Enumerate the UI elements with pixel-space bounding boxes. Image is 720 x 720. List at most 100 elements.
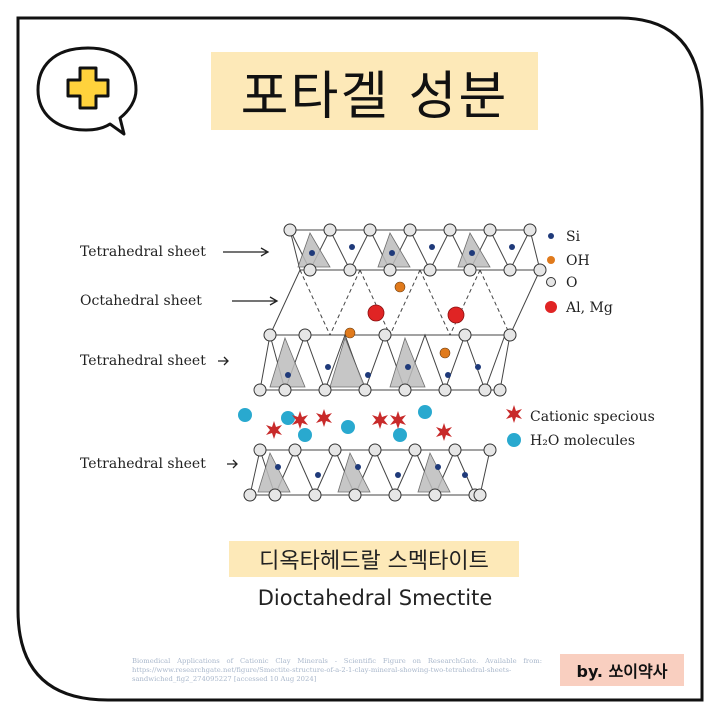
o-atom: [458, 328, 472, 342]
subtitle-english: Dioctahedral Smectite: [257, 586, 493, 610]
si-atom: [475, 364, 481, 370]
si-atom: [445, 372, 451, 378]
water-molecule: [298, 428, 312, 442]
si-atom: [509, 244, 515, 250]
oh-atom: [439, 347, 451, 359]
smectite-structure-diagram: Tetrahedral sheet Octahedral sheet Tetra…: [80, 223, 655, 502]
o-atom: [298, 328, 312, 342]
o-atom: [268, 488, 282, 502]
o-atom: [503, 328, 517, 342]
arrow-3: [218, 356, 229, 366]
si-atom: [325, 364, 331, 370]
o-atom: [483, 443, 497, 457]
o-atom: [358, 383, 372, 397]
o-atom: [343, 263, 357, 277]
legend-al-swatch: [545, 301, 557, 313]
oh-atom: [394, 281, 406, 293]
o-atom: [408, 443, 422, 457]
o-atom: [473, 488, 487, 502]
plus-speech-bubble-icon: [36, 46, 138, 136]
label-tetrahedral-bottom: Tetrahedral sheet: [80, 456, 206, 472]
cation-marker: [292, 411, 308, 429]
o-atom: [288, 443, 302, 457]
o-atom: [278, 383, 292, 397]
o-atom: [388, 488, 402, 502]
arrow-4: [227, 459, 238, 469]
o-atom: [368, 443, 382, 457]
legend-water-swatch: [507, 433, 521, 447]
si-atom: [469, 250, 475, 256]
al-mg-atom: [447, 306, 465, 324]
si-atom: [315, 472, 321, 478]
si-atom: [435, 464, 441, 470]
page-title: 포타겔 성분: [211, 52, 538, 130]
o-atom: [378, 328, 392, 342]
o-atom: [363, 223, 377, 237]
o-atom: [533, 263, 547, 277]
si-atom: [389, 250, 395, 256]
o-atom: [503, 263, 517, 277]
label-octahedral: Octahedral sheet: [80, 293, 202, 309]
cation-marker: [372, 411, 388, 429]
sheet-labels: Tetrahedral sheet Octahedral sheet Tetra…: [80, 244, 206, 472]
water-molecule: [281, 411, 295, 425]
cation-marker: [390, 411, 406, 429]
legend-o-swatch: [546, 277, 556, 287]
o-atom: [493, 383, 507, 397]
legend-cation-label: Cationic specious: [530, 409, 655, 425]
si-atom: [365, 372, 371, 378]
legend-si-swatch: [548, 233, 554, 239]
o-atom: [463, 263, 477, 277]
legend-interlayer: Cationic specious H₂O molecules: [506, 405, 655, 449]
o-atom: [283, 223, 297, 237]
o-atom: [523, 223, 537, 237]
si-atom: [395, 472, 401, 478]
oh-atoms: [344, 281, 451, 359]
o-atom: [483, 223, 497, 237]
arrow-1: [223, 247, 270, 257]
o-atom: [448, 443, 462, 457]
o-atom: [253, 443, 267, 457]
card-border: [16, 16, 704, 702]
octahedral-cross: [299, 269, 511, 336]
si-atom: [429, 244, 435, 250]
arrow-2: [232, 296, 279, 306]
oh-atom: [344, 327, 356, 339]
cation-marker: [436, 423, 452, 441]
o-atoms: [243, 223, 547, 502]
legend-o-label: O: [566, 275, 577, 291]
water-molecule: [393, 428, 407, 442]
tetrahedra-shading: [257, 232, 491, 493]
si-atoms: [275, 244, 515, 478]
o-atom: [323, 223, 337, 237]
o-atom: [348, 488, 362, 502]
image-citation: Biomedical Applications of Cationic Clay…: [132, 657, 542, 683]
cation-marker: [266, 421, 282, 439]
subtitle-korean: 디옥타헤드랄 스멕타이트: [229, 541, 519, 577]
cation-markers: [266, 409, 452, 441]
o-atom: [383, 263, 397, 277]
si-atom: [275, 464, 281, 470]
o-atom: [428, 488, 442, 502]
water-molecule: [418, 405, 432, 419]
si-atom: [285, 372, 291, 378]
label-tetrahedral-middle: Tetrahedral sheet: [80, 353, 206, 369]
legend-oh-label: OH: [566, 253, 590, 269]
si-atom: [349, 244, 355, 250]
label-arrows: [218, 247, 279, 469]
o-atom: [438, 383, 452, 397]
o-atom: [303, 263, 317, 277]
plus-icon: [66, 66, 110, 110]
interlayer: [238, 405, 452, 442]
o-atom: [398, 383, 412, 397]
o-atom: [308, 488, 322, 502]
author-byline: by. 쏘이약사: [560, 654, 684, 686]
si-atom: [405, 364, 411, 370]
legend-oh-swatch: [547, 256, 555, 264]
o-atom: [423, 263, 437, 277]
middle-sheet-zigzag: [269, 333, 506, 392]
legend-si-label: Si: [566, 229, 581, 245]
o-atom: [328, 443, 342, 457]
label-tetrahedral-top: Tetrahedral sheet: [80, 244, 206, 260]
